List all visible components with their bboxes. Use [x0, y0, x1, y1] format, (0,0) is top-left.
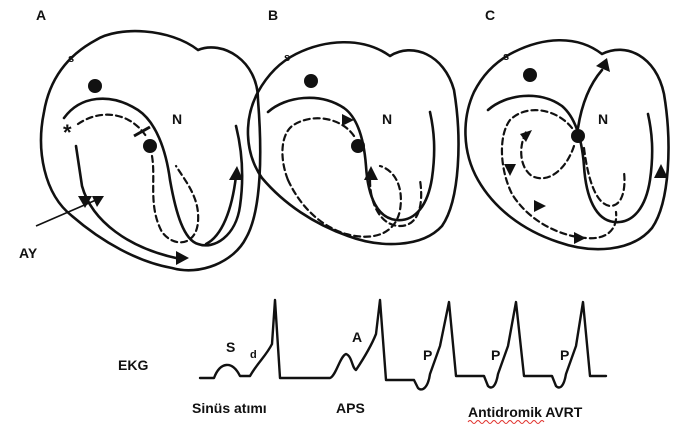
panel-b-letter: B: [268, 7, 278, 23]
ecg-wave-label-p2: P: [491, 347, 500, 363]
panel-c-outer-loop: [502, 110, 616, 238]
panel-c-arrowhead-down: [534, 200, 546, 212]
panel-c-av-node: [571, 129, 585, 143]
ecg-row: EKG S d A P P P Sinüs atımı APS Antidrom…: [118, 300, 606, 424]
panel-c: C s N: [465, 7, 668, 249]
panel-a-ectopic-star-icon: *: [63, 120, 72, 145]
ecg-wave-label-d: d: [250, 349, 257, 361]
ecg-wave-label-s: S: [226, 339, 235, 355]
panel-a-pointer-line: [36, 200, 96, 226]
panel-b-sinus-node: [304, 74, 318, 88]
panel-a-letter: A: [36, 7, 46, 23]
panel-b-septum: [268, 98, 434, 220]
ecg-trace: [200, 300, 606, 389]
panel-a-sinus-node: [88, 79, 102, 93]
caption-sinus: Sinüs atımı: [192, 400, 267, 416]
panel-c-sinus-label: s: [503, 51, 509, 63]
panel-a-block-mark: [134, 127, 150, 136]
panel-b-av-node: [351, 139, 365, 153]
panel-c-heart-outline: [465, 40, 668, 249]
panel-a-atrial-path: [78, 115, 146, 136]
ecg-row-label: EKG: [118, 357, 148, 373]
panel-b-ventricle-loop: [288, 166, 401, 237]
panel-c-septum: [488, 96, 652, 222]
panel-c-arrowhead-right: [574, 232, 586, 244]
ecg-wave-label-p3: P: [560, 347, 569, 363]
panel-c-letter: C: [485, 7, 495, 23]
panel-a: A s N * AY: [19, 7, 260, 270]
panel-a-av-node: [143, 139, 157, 153]
ecg-wave-label-p1: P: [423, 347, 432, 363]
panel-a-node-label: N: [172, 111, 182, 127]
panel-a-sinus-label: s: [68, 53, 74, 65]
panel-c-sinus-node: [523, 68, 537, 82]
panel-c-inner-loop: [521, 132, 574, 178]
caption-avrt: Antidromik AVRT: [468, 404, 583, 420]
panel-a-ventricle-path: [206, 176, 236, 244]
panel-b-sinus-label: s: [284, 52, 290, 64]
panel-b-node-label: N: [382, 111, 392, 127]
panel-b-atrial-path: [282, 118, 354, 180]
panel-a-arrowhead-right: [176, 251, 189, 265]
panel-c-arrowhead-up: [654, 164, 668, 178]
panel-a-pathway-label: AY: [19, 245, 38, 261]
ecg-wave-label-a: A: [352, 329, 362, 345]
spellcheck-underline: [468, 421, 544, 424]
panel-c-node-label: N: [598, 111, 608, 127]
panel-b: B s N: [248, 7, 459, 244]
caption-aps: APS: [336, 400, 365, 416]
